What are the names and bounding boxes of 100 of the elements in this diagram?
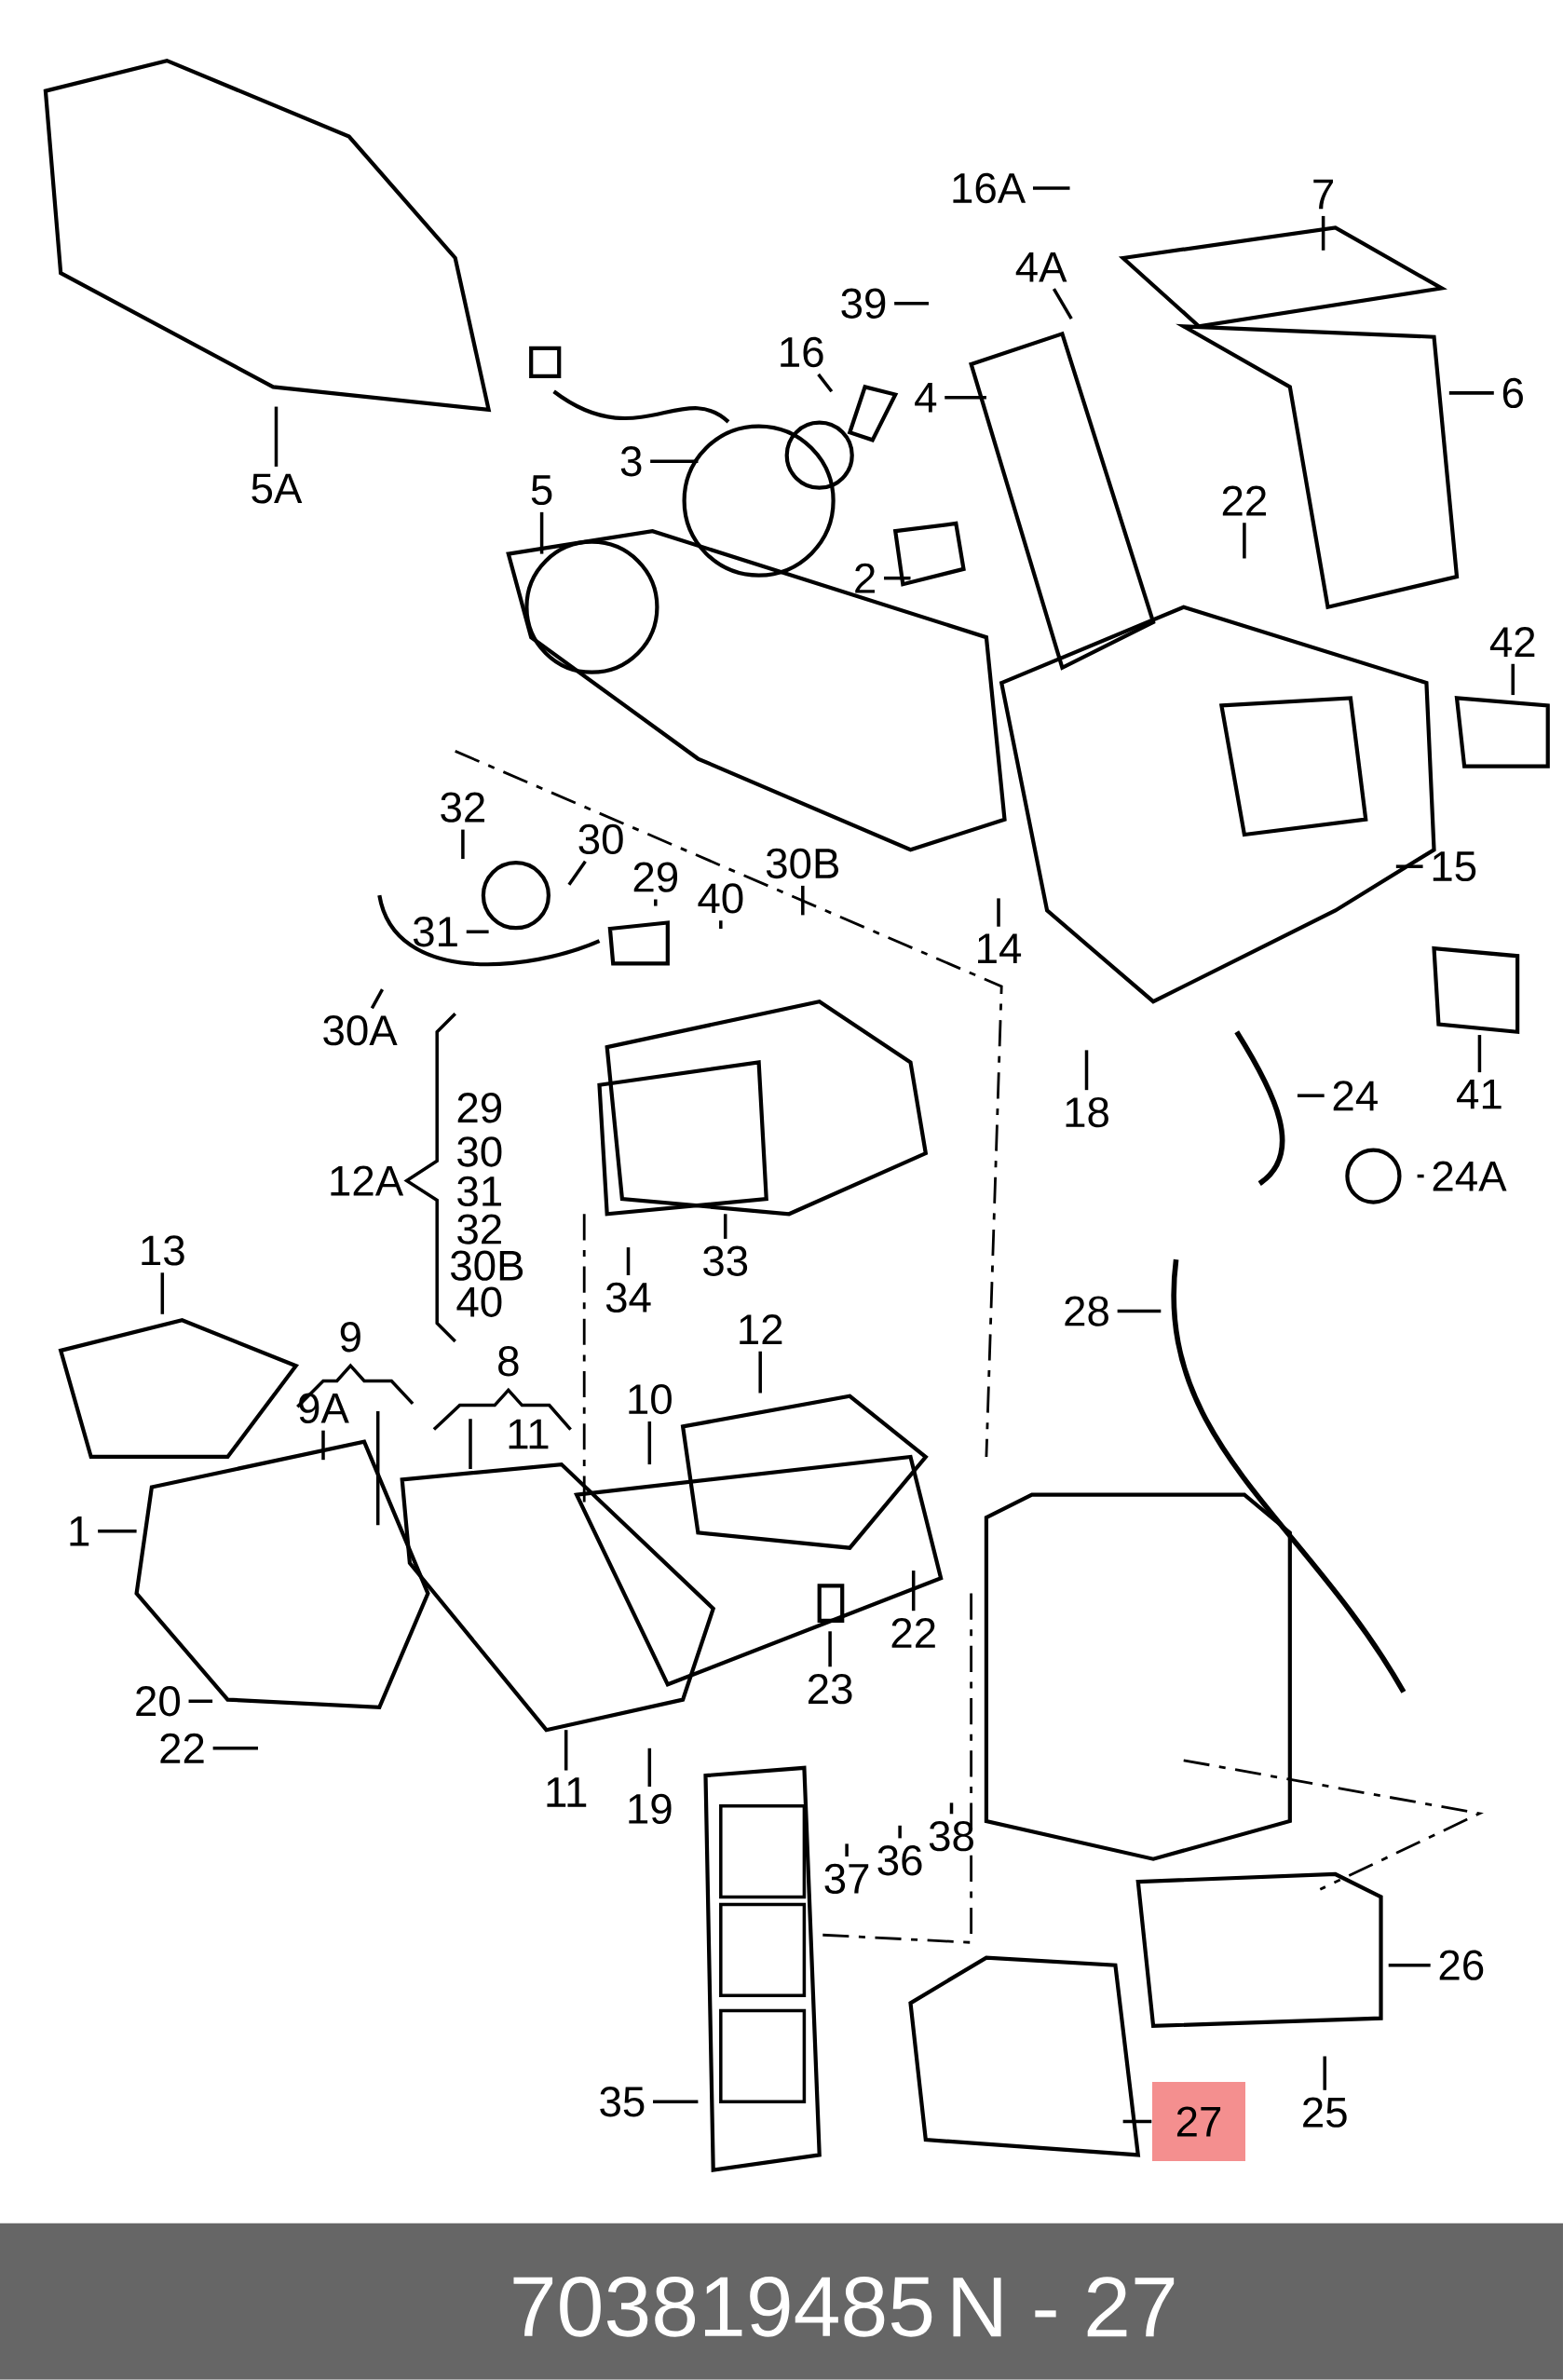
callout-number: 16A — [953, 172, 1026, 204]
callout-number: 19 — [629, 1793, 672, 1825]
leader-line — [564, 1730, 568, 1771]
leader-line — [1084, 1050, 1089, 1091]
leader-line — [1323, 2056, 1326, 2090]
callout-number: 15 — [1433, 851, 1476, 882]
callout-number: 24 — [1333, 1081, 1378, 1111]
callout-number: 32 — [441, 792, 484, 823]
leader-line — [1395, 864, 1423, 868]
leader-line — [894, 302, 929, 306]
callout-number: 5A — [251, 473, 303, 504]
callout-number: 4A — [1015, 252, 1067, 282]
leader-line — [188, 1699, 213, 1704]
callout-number: 8 — [498, 1346, 519, 1377]
callout-number: 9A — [299, 1393, 349, 1423]
leader-line — [1122, 2119, 1152, 2124]
callout-number: 4 — [915, 383, 937, 413]
leader-line — [1448, 391, 1494, 395]
callout-number: 37 — [824, 1863, 869, 1895]
callout-number: 3 — [620, 446, 642, 477]
leader-line — [461, 829, 465, 860]
callout-number: 25 — [1303, 2097, 1347, 2128]
leader-line — [997, 898, 1000, 927]
callout-number: 31 — [413, 917, 457, 947]
leader-line — [212, 1747, 258, 1750]
leader-line — [898, 1825, 902, 1839]
callout-number: 38 — [929, 1821, 973, 1852]
highlighted-callout: 27 — [1152, 2082, 1245, 2161]
callout-number: 26 — [1439, 1950, 1484, 1980]
callout-number: 23 — [809, 1674, 852, 1705]
leader-line — [1117, 1309, 1162, 1313]
leader-line — [719, 920, 723, 929]
leader-line — [1477, 1035, 1482, 1073]
leader-line — [884, 576, 911, 580]
leader-line — [1297, 1094, 1325, 1097]
callout-number: 28 — [1065, 1296, 1108, 1326]
leader-line — [647, 1748, 652, 1787]
callout-number: 33 — [703, 1245, 748, 1276]
leader-line — [567, 860, 587, 886]
leader-line — [626, 1247, 631, 1275]
callout-number: 39 — [841, 288, 886, 319]
callout-number: 22 — [891, 1617, 935, 1648]
leader-line — [160, 1272, 165, 1314]
leader-line — [653, 2100, 699, 2104]
callout-number: 35 — [600, 2087, 645, 2117]
callout-number: 14 — [978, 933, 1022, 963]
leader-line — [817, 373, 834, 393]
callout-number: 16 — [781, 336, 823, 368]
leader-line — [1052, 288, 1073, 320]
leader-line — [845, 1843, 849, 1856]
leader-line — [1243, 523, 1246, 559]
callout-number: 30 — [578, 823, 623, 855]
leader-line — [801, 885, 805, 916]
leader-line — [1321, 215, 1325, 251]
callout-number: 30A — [323, 1015, 398, 1046]
callout-number: 5 — [531, 475, 552, 506]
callout-number: 30B — [766, 848, 838, 879]
leader-line — [539, 511, 544, 554]
callout-number: 22 — [160, 1733, 204, 1763]
callout-number: 12A — [331, 1165, 404, 1196]
callout-number: 2 — [855, 563, 875, 593]
callout-number: 31 — [457, 1176, 501, 1207]
leader-line — [1417, 1174, 1424, 1178]
leader-line — [274, 406, 279, 467]
callout-number: 13 — [142, 1235, 184, 1266]
callout-number: 41 — [1457, 1079, 1502, 1109]
leader-line — [650, 459, 699, 464]
callout-number: 12 — [740, 1314, 782, 1345]
leader-line — [466, 930, 489, 934]
leader-line — [945, 396, 986, 400]
callout-number: 29 — [633, 862, 678, 892]
callout-number: 6 — [1502, 377, 1523, 409]
leader-line — [1033, 186, 1070, 190]
callout-number: 34 — [605, 1282, 651, 1313]
leader-line — [911, 1571, 916, 1612]
leader-line — [654, 899, 658, 906]
leader-line — [1388, 1963, 1431, 1967]
footer-banner: 703819485 N - 27 — [0, 2223, 1563, 2380]
callout-number: 1 — [70, 1516, 89, 1546]
callout-number: 32 — [457, 1214, 501, 1244]
leader-line — [758, 1351, 762, 1394]
leader-line — [98, 1530, 137, 1533]
callout-number: 29 — [457, 1093, 502, 1123]
leader-line — [647, 1421, 652, 1465]
callout-number: 30B — [451, 1250, 523, 1281]
leader-line — [1511, 663, 1515, 696]
callout-number: 20 — [136, 1686, 181, 1717]
callout-number: 10 — [629, 1383, 672, 1415]
callout-number: 11 — [509, 1419, 549, 1449]
callout-number: 11 — [547, 1777, 587, 1807]
callout-number: 9 — [340, 1322, 360, 1353]
callout-number: 40 — [456, 1286, 502, 1317]
leader-line — [723, 1214, 727, 1239]
callout-number: 36 — [877, 1845, 922, 1876]
leader-line — [370, 988, 385, 1010]
callout-number: 24A — [1433, 1161, 1507, 1191]
callout-number: 22 — [1222, 485, 1266, 516]
callout-number: 30 — [457, 1136, 502, 1167]
callout-number: 18 — [1066, 1096, 1108, 1128]
leader-line — [828, 1631, 832, 1667]
